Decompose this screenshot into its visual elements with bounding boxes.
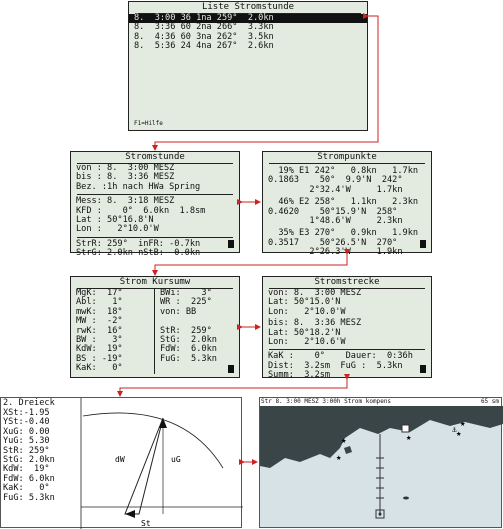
stromstunde-row: StrG: 2.0kn nStB: 0.0kn [76, 248, 201, 259]
map-header: Str 8. 3:00 MESZ 3:00h Strom kompens 65 … [260, 398, 501, 406]
strompunkt-row: 19% E1 242° 0.8kn 1.7kn [268, 166, 419, 176]
strompunkt-row: 2°32.4'W 1.7kn [268, 184, 403, 195]
port-marker-icon [401, 424, 410, 433]
stromstunde-row: KFD : 0° 6.0kn 1.8sm [76, 205, 206, 216]
kursumw-left-value: BW : 3° [71, 335, 155, 346]
stromstrecke-title: Stromstrecke [269, 277, 425, 289]
dreieck-row: StR: 259° [3, 445, 50, 456]
stromstunde-row: StrR: 259° inFR: -0.7kn [76, 238, 201, 249]
dreieck-label-ug: uG [171, 455, 181, 464]
map-header-text: Str 8. 3:00 MESZ 3:00h Strom kompens [261, 398, 392, 405]
strompunkt-row: 2°26.3'W 1.9kn [268, 247, 403, 258]
star-marker-icon: ★ [336, 453, 342, 463]
stromstunde-row: bis : 8. 3:36 MESZ [76, 172, 175, 183]
kursumw-left-value: BS : -19° [71, 354, 155, 365]
svg-text:★: ★ [341, 436, 347, 446]
dreieck-row: YSt:-0.40 [3, 417, 50, 428]
stromstunde-row: Lon : 2°10.0'W [76, 224, 159, 235]
dreieck-row: KaK: 0° [3, 483, 50, 494]
strompunkte-title: Strompunkte [269, 152, 425, 164]
liste-footer: F1=Hilfe [134, 119, 163, 127]
dreieck-row: FdW: 6.0kn [3, 473, 55, 484]
svg-text:★: ★ [336, 453, 342, 463]
kursumw-right-value: von: BB [160, 306, 197, 317]
stromstunde-row: Mess: 8. 3:18 MESZ [76, 196, 175, 207]
kursumw-left-value: Abl: 1° [71, 297, 155, 308]
dreieck-title: 2. Dreieck [3, 398, 55, 408]
dreieck-row: XuG: 0.00 [3, 426, 50, 437]
stromstrecke-row: Lon: 2°10.6'W [268, 337, 346, 348]
strompunkt-row: 1°48.6'W 2.3kn [268, 216, 403, 227]
map-scale: 65 sm [480, 398, 499, 405]
text-cursor [228, 240, 234, 248]
dreieck-row: XSt:-1.95 [3, 408, 50, 418]
stromstrecke-row: Lon: 2°10.0'W [268, 306, 346, 317]
liste-stromstunde-panel: Liste Stromstunde 8. 3:00 36 1na 259° 2.… [128, 1, 368, 131]
star-marker-icon: ★ [406, 433, 412, 443]
kursumw-right-value [155, 364, 239, 373]
kursumw-right-value: FdW: 6.0kn [160, 344, 217, 355]
dreieck-label-dw: dW [115, 455, 125, 464]
kursumw-right-value: BWi: 3° [160, 288, 212, 298]
svg-text:★: ★ [456, 429, 462, 439]
dreieck-label-st: St [141, 519, 151, 528]
dreieck-diagram: dW uG St [80, 398, 243, 529]
island-small [344, 446, 352, 454]
text-cursor [420, 365, 426, 373]
stromstrecke-row: von: 8. 3:00 MESZ [268, 288, 362, 298]
kursumw-left-value: MW : -2° [71, 316, 155, 327]
kursumw-right-value: StR: 259° [160, 325, 212, 336]
map-view: ★ ★ ★ ★ ★ ⚓ Str 8. 3:00 MESZ 3:00h Strom… [259, 397, 503, 528]
land-area [260, 406, 503, 468]
stromstunde-row: von : 8. 3:00 MESZ [76, 163, 175, 173]
stromstunde-row: Bez. :1h nach HWa Spring [76, 181, 201, 192]
kursumw-left-value: rwK: 16° [71, 326, 155, 337]
kursumw-right-value: WR : 225° [160, 297, 212, 308]
stromstrecke-row: KaK : 0° Dauer: 0:36h [268, 351, 413, 362]
stromstunde-row: Lat : 50°16.8'N [76, 215, 154, 226]
kursumw-right-value: StG: 2.0kn [160, 335, 217, 346]
stromstrecke-row: Lat: 50°18.2'N [268, 327, 341, 338]
stromstrecke-row: Summ: 3.2sm [268, 370, 331, 381]
kursumw-right-value: FuG: 5.3kn [160, 353, 217, 364]
stromstrecke-row: Lat: 50°15.0'N [268, 297, 341, 308]
text-cursor [420, 240, 426, 248]
liste-row[interactable]: 8. 5:36 24 4na 267° 2.6kn [134, 41, 274, 52]
strompunkt-row: 0.1863 50° 9.9'N 242° [268, 175, 403, 186]
text-cursor [228, 365, 234, 373]
stromstrecke-row: Dist: 3.2sm FuG : 5.3kn [268, 360, 403, 371]
stromstrecke-row: bis: 8. 3:36 MESZ [268, 318, 362, 329]
star-marker-icon: ★ [456, 429, 462, 439]
kursumw-title: Strom Kursumw [77, 277, 233, 289]
kursumw-left-value: MgK: 17° [71, 288, 155, 299]
star-marker-icon: ★ [341, 436, 347, 446]
star-marker-icon: ★ [460, 419, 466, 429]
svg-text:★: ★ [406, 433, 412, 443]
kursumw-left-value: KdW: 19° [71, 345, 155, 355]
dreieck-row: KdW: 19° [3, 464, 50, 475]
strompunkt-row: 0.3517 50°26.5'N 270° [268, 237, 398, 248]
strompunkt-row: 35% E3 270° 0.9kn 1.9kn [268, 228, 419, 239]
stromstunde-title: Stromstunde [77, 152, 233, 164]
anchor-icon: ⚓ [452, 425, 457, 434]
kursumw-panel: Strom Kursumw MgK: 17° BWi: 3° Abl: 1° WR :… [70, 276, 240, 378]
dreieck-row: StG: 2.0kn [3, 455, 55, 466]
strompunkt-row: 46% E2 258° 1.1kn 2.3kn [268, 197, 419, 208]
dreieck-row: YuG: 5.30 [3, 436, 50, 447]
kursumw-left-value: KaK: 0° [71, 363, 155, 374]
svg-text:★: ★ [460, 419, 466, 429]
dreieck-row: FuG: 5.3kn [3, 492, 55, 503]
kursumw-left-value: mwK: 18° [71, 307, 155, 318]
strompunkt-row: 0.4620 50°15.9'N 258° [268, 206, 398, 217]
